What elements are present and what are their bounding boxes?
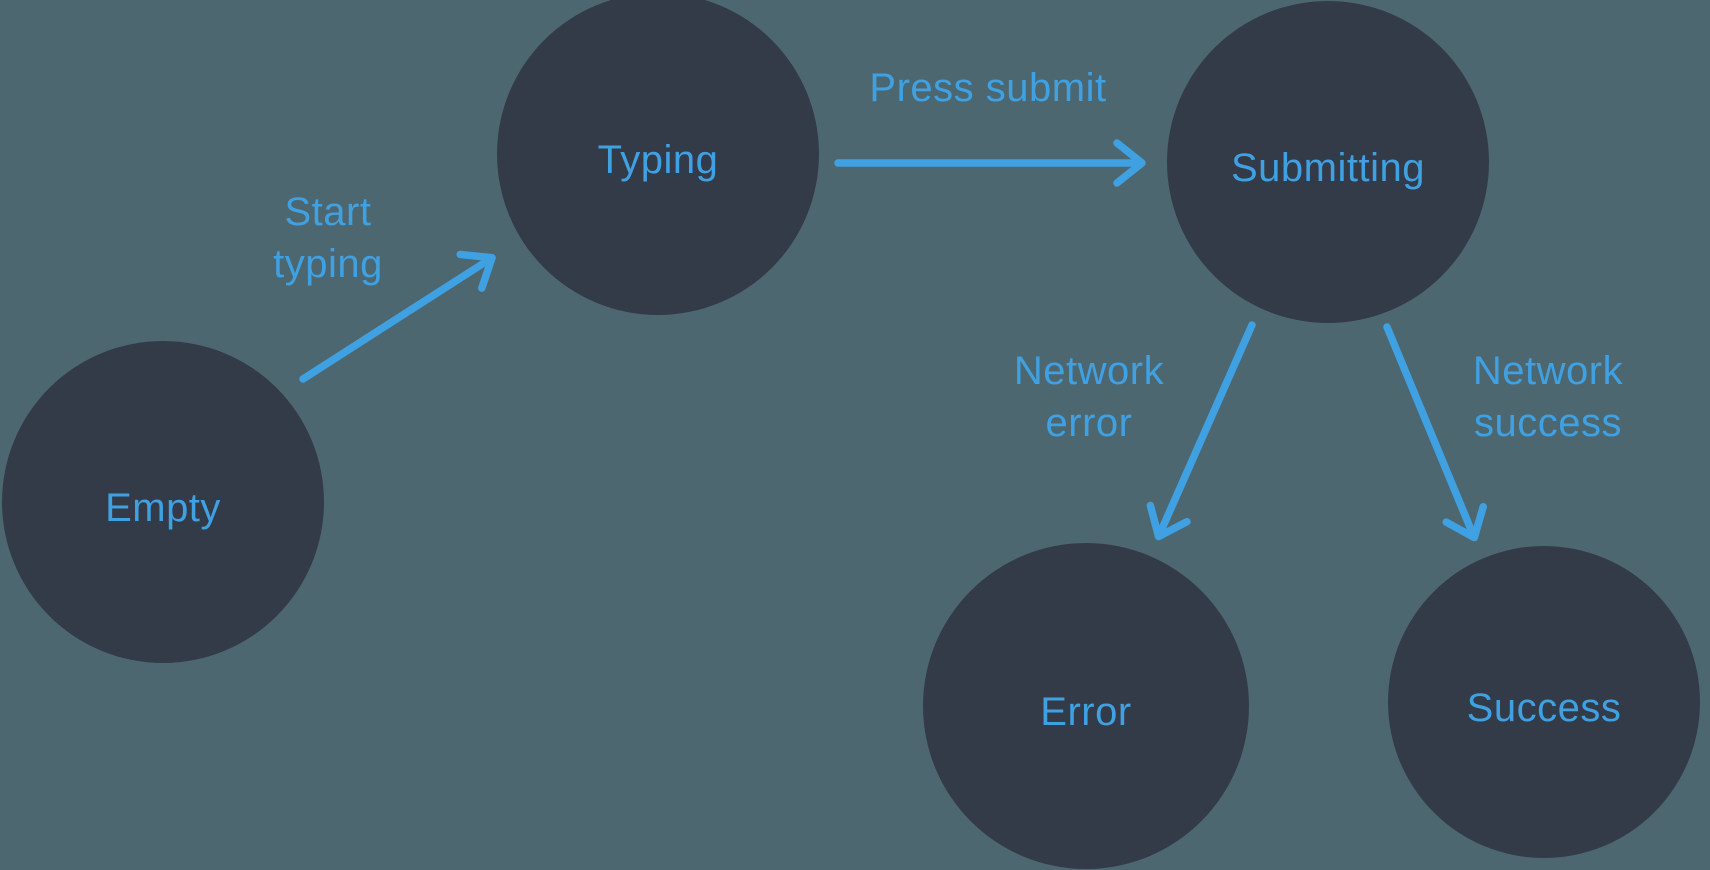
edge-arrow-network-error <box>1146 321 1256 541</box>
state-label-submitting: Submitting <box>1231 145 1425 190</box>
edge-label-press-submit: Press submit <box>869 66 1107 110</box>
state-label-success: Success <box>1466 685 1622 730</box>
state-node-success: Success <box>1388 546 1700 858</box>
edge-arrow-network-success <box>1383 323 1487 542</box>
state-label-empty: Empty <box>105 485 221 530</box>
edge-label-network-error: Network error <box>1013 349 1165 445</box>
state-label-error: Error <box>1040 689 1132 734</box>
edge-label-network-success: Network success <box>1472 349 1624 445</box>
edge-arrow-start-typing <box>299 250 496 383</box>
state-node-submitting: Submitting <box>1167 1 1489 323</box>
state-label-typing: Typing <box>597 137 719 182</box>
state-node-typing: Typing <box>497 0 819 315</box>
state-node-error: Error <box>923 543 1249 869</box>
edge-label-start-typing: Start typing <box>273 190 383 286</box>
state-node-empty: Empty <box>2 341 324 663</box>
